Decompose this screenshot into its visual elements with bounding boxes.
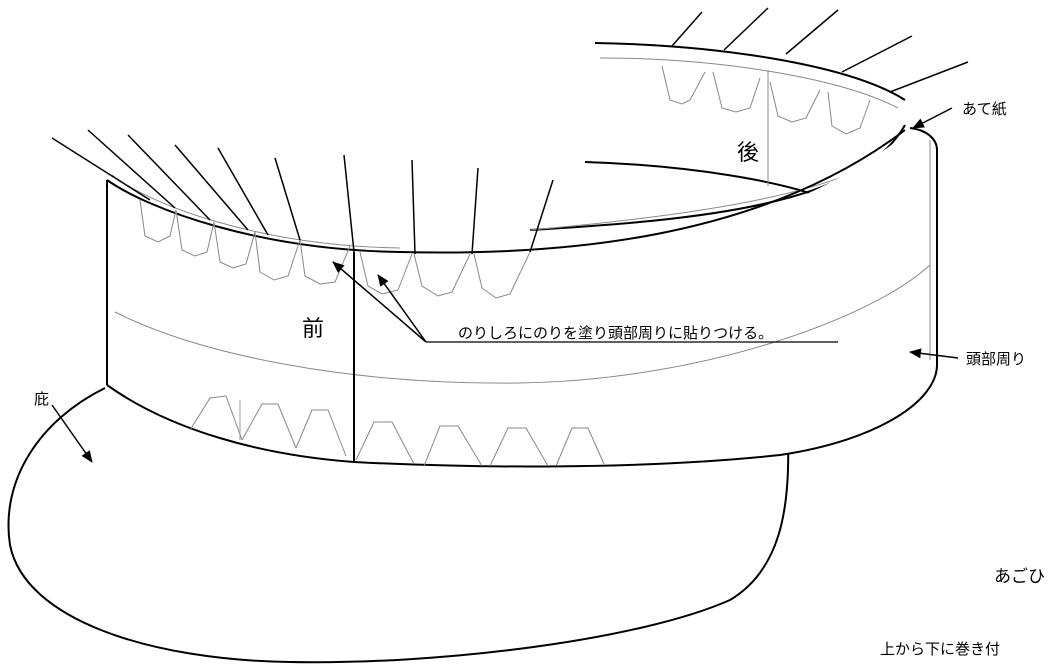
label-back: 後	[737, 141, 759, 166]
front-bottom-pleats	[189, 395, 605, 467]
label-backing-paper: あて紙	[962, 100, 1007, 118]
annotation-arrows	[51, 107, 959, 463]
front-top-pleats	[139, 199, 531, 299]
arrow-glue-left	[332, 261, 427, 343]
arrow-visor	[51, 404, 93, 463]
label-head-band: 頭部周り	[966, 350, 1026, 368]
arrow-glue-right	[377, 274, 427, 343]
arrow-backing-paper	[912, 107, 953, 129]
label-glue-instruction: のりしろにのりを塗り頭部周りに貼りつける。	[458, 324, 773, 342]
front-glue-rays	[51, 129, 554, 255]
label-wrap-instruction: 上から下に巻き付	[880, 640, 1000, 658]
label-front: 前	[302, 317, 324, 342]
head-band	[106, 127, 938, 468]
arrow-head-band	[909, 348, 959, 359]
label-chin-strap: あごひ	[994, 567, 1045, 587]
label-visor: 庇	[34, 390, 49, 408]
